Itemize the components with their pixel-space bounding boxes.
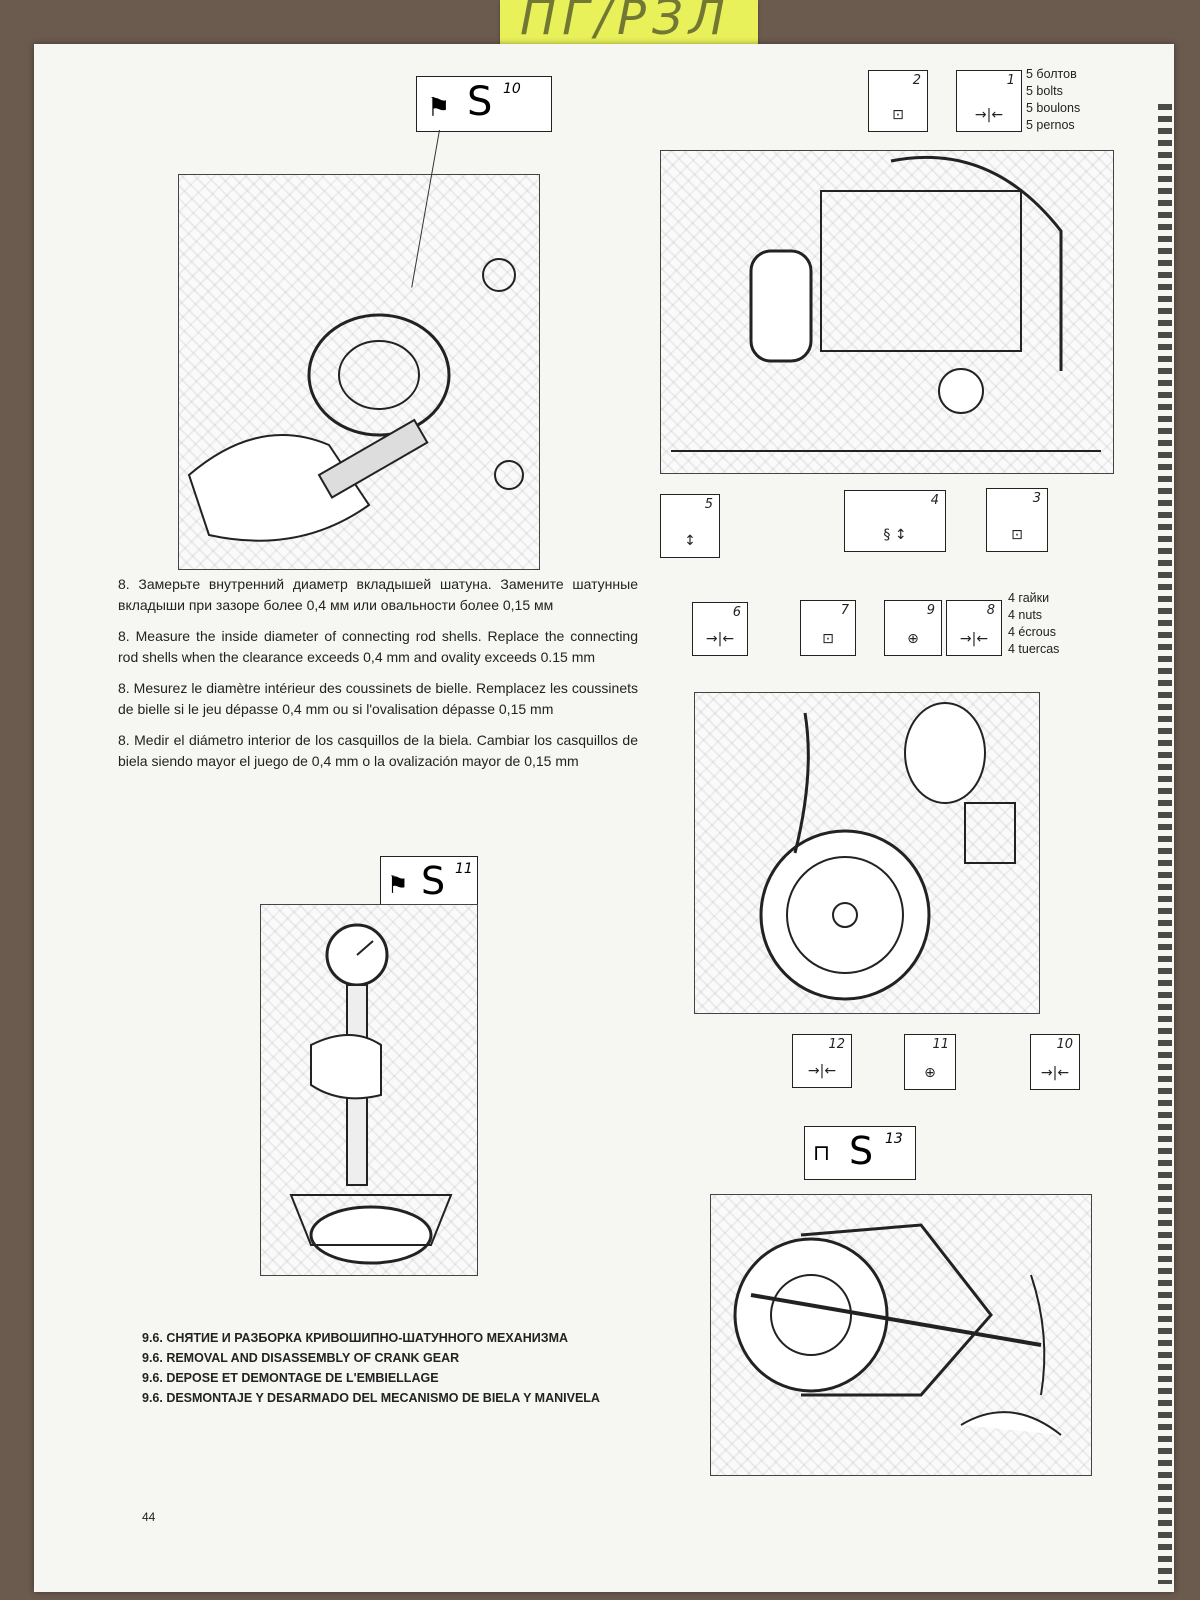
callout-number: 12 — [828, 1037, 845, 1052]
callout-box-4: 4 § ↕ — [844, 490, 946, 552]
callout-box-7: 7 ⊡ — [800, 600, 856, 656]
callout-number: 6 — [732, 605, 741, 620]
figure-puller — [710, 1194, 1092, 1476]
callout-number: 7 — [840, 603, 849, 618]
symbol-letter: S — [849, 1129, 874, 1173]
callout-number: 1 — [1006, 73, 1015, 88]
callout-box-3: 3 ⊡ — [986, 488, 1048, 552]
callout-number: 2 — [912, 73, 921, 88]
symbol-number: 11 — [455, 861, 473, 877]
bolts-label-ru: 5 болтов — [1026, 67, 1077, 81]
callout-number: 5 — [704, 497, 713, 512]
symbol-number: 13 — [885, 1131, 903, 1147]
step-8-ru: 8. Замерьте внутренний диаметр вкладышей… — [118, 576, 638, 613]
nuts-label-fr: 4 écrous — [1008, 625, 1056, 639]
step-8-en: 8. Measure the inside diameter of connec… — [118, 628, 638, 665]
nut-icon: ⊕ — [924, 1065, 936, 1081]
bolt-icon: →|← — [807, 1063, 837, 1079]
callout-box-1: 1 →|← — [956, 70, 1022, 132]
puller-illustration — [733, 1223, 1062, 1436]
nuts-label-es: 4 tuercas — [1008, 642, 1060, 656]
puller-icon: ⊓ — [813, 1141, 831, 1166]
callout-number: 4 — [930, 493, 939, 508]
symbol-letter: S — [467, 79, 493, 125]
callout-number: 9 — [926, 603, 935, 618]
callout-box-5: 5 ↕ — [660, 494, 720, 558]
pin-icon: § ↕ — [883, 527, 907, 543]
callout-number: 11 — [932, 1037, 949, 1052]
callout-box-9: 9 ⊕ — [884, 600, 942, 656]
callout-box-11: 11 ⊕ — [904, 1034, 956, 1090]
step-8-text: 8. Замерьте внутренний диаметр вкладышей… — [118, 574, 638, 782]
nuts-label-en: 4 nuts — [1008, 608, 1043, 622]
flag-icon: ⚑ — [387, 871, 409, 899]
nut-icon: ⊡ — [892, 107, 904, 123]
stud-icon: ↕ — [684, 533, 696, 549]
step-8-es: 8. Medir el diámetro interior de los cas… — [118, 732, 638, 769]
section-heading: 9.6. СНЯТИЕ И РАЗБОРКА КРИВОШИПНО-ШАТУНН… — [142, 1328, 642, 1408]
nut-icon: ⊡ — [1011, 527, 1023, 543]
bolts-label-es: 5 pernos — [1026, 118, 1075, 132]
bolt-icon: →|← — [974, 107, 1004, 123]
spiral-binding — [1158, 104, 1172, 1584]
sticky-note-text: ПГ/РЗЛ — [520, 0, 731, 46]
heading-fr: 9.6. DEPOSE ET DEMONTAGE DE L'EMBIELLAGE — [142, 1371, 439, 1385]
flag-icon: ⚑ — [427, 93, 451, 123]
callout-box-6: 6 →|← — [692, 602, 748, 656]
bolt-icon: →|← — [959, 631, 989, 647]
heading-ru: 9.6. СНЯТИЕ И РАЗБОРКА КРИВОШИПНО-ШАТУНН… — [142, 1331, 569, 1345]
bolts-label-fr: 5 boulons — [1026, 101, 1081, 115]
callout-number: 8 — [986, 603, 995, 618]
nuts-label-ru: 4 гайки — [1008, 591, 1050, 605]
bolt-icon: →|← — [705, 631, 735, 647]
callout-box-10: 10 →|← — [1030, 1034, 1080, 1090]
symbol-letter: S — [421, 859, 446, 903]
callout-number: 10 — [1056, 1037, 1073, 1052]
symbol-s11: ⚑ S 11 — [380, 856, 478, 910]
bolts-label-en: 5 bolts — [1026, 84, 1063, 98]
page-number: 44 — [142, 1510, 156, 1524]
heading-es: 9.6. DESMONTAJE Y DESARMADO DEL MECANISM… — [142, 1391, 600, 1405]
figure-bore-gauge — [260, 904, 478, 1276]
figure-rod-measurement — [178, 174, 540, 570]
fuel-pump-illustration — [671, 155, 1101, 452]
symbol-s10: ⚑ S 10 — [416, 76, 552, 132]
heading-en: 9.6. REMOVAL AND DISASSEMBLY OF CRANK GE… — [142, 1351, 460, 1365]
nut-icon: ⊕ — [907, 631, 919, 647]
micrometer-illustration — [187, 258, 524, 542]
figure-fuel-pump — [660, 150, 1114, 474]
figure-crank-pulley — [694, 692, 1040, 1014]
bolts-label-list: 5 болтов 5 bolts 5 boulons 5 pernos — [1026, 66, 1080, 134]
callout-box-2: 2 ⊡ — [868, 70, 928, 132]
crank-pulley-illustration — [759, 702, 1016, 1001]
symbol-number: 10 — [503, 81, 521, 97]
bolt-icon: →|← — [1040, 1065, 1070, 1081]
callout-box-8: 8 →|← — [946, 600, 1002, 656]
symbol-s13: ⊓ S 13 — [804, 1126, 916, 1180]
nuts-label-list: 4 гайки 4 nuts 4 écrous 4 tuercas — [1008, 590, 1059, 658]
bore-gauge-illustration — [289, 923, 453, 1265]
callout-box-12: 12 →|← — [792, 1034, 852, 1088]
nut-icon: ⊡ — [822, 631, 834, 647]
sticky-note: ПГ/РЗЛ — [500, 0, 758, 46]
callout-number: 3 — [1032, 491, 1041, 506]
step-8-fr: 8. Mesurez le diamètre intérieur des cou… — [118, 680, 638, 717]
manual-page: ⚑ S 10 8. Замерьте внутренний диаметр вк… — [34, 44, 1174, 1592]
